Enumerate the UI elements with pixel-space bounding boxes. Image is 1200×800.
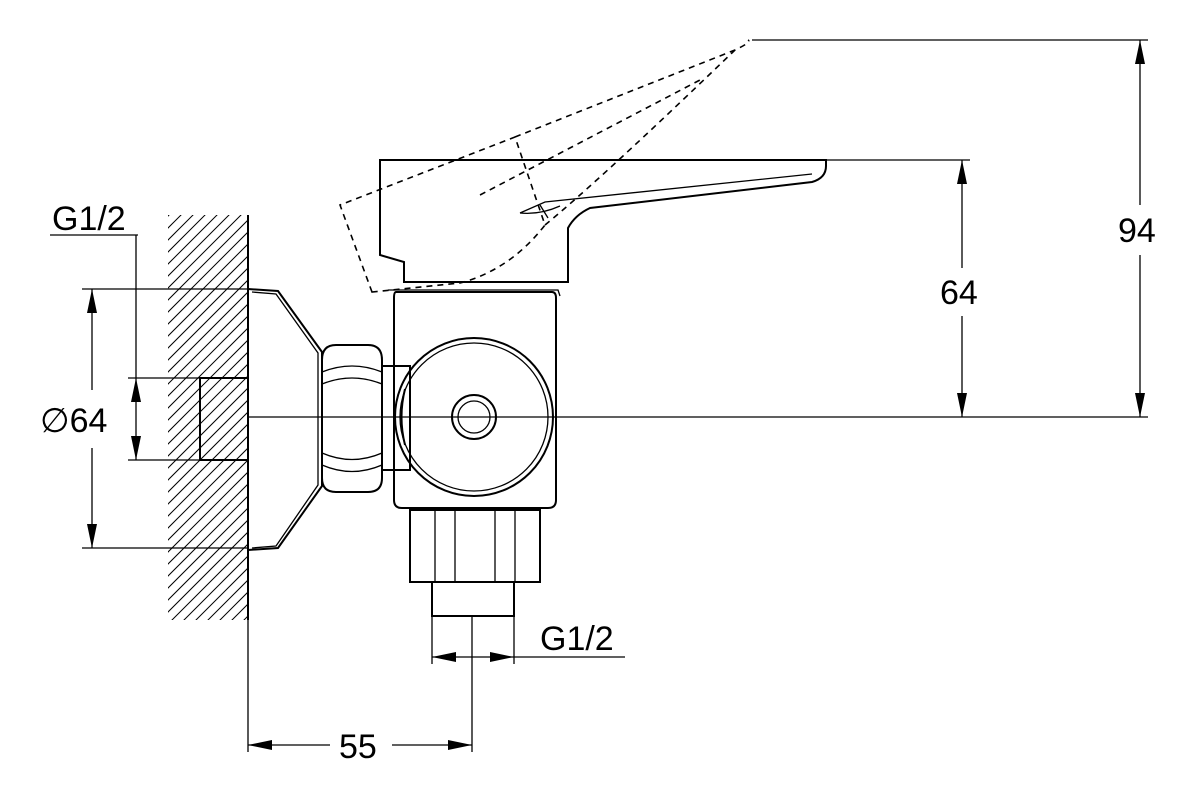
inlet-thread-label: G1/2 — [52, 200, 126, 238]
wall-flange — [247, 288, 323, 551]
hex-nut — [321, 344, 411, 493]
dim-lever-height-closed: 64 — [826, 159, 978, 417]
lever-open-dashed — [338, 39, 750, 293]
inlet-pipe — [199, 377, 249, 461]
lever-height-open-label: 94 — [1118, 212, 1156, 250]
flange-diameter-label: ∅64 — [40, 402, 107, 440]
lever-closed — [379, 159, 827, 283]
dim-inlet-thread: G1/2 — [50, 200, 200, 461]
outlet-thread-label: G1/2 — [540, 620, 614, 658]
dim-lever-height-open: 94 — [752, 39, 1156, 417]
valve-body — [388, 289, 561, 509]
dim-outlet-thread: G1/2 — [431, 616, 625, 664]
wall-to-outlet-label: 55 — [339, 728, 377, 766]
dim-wall-to-outlet: 55 — [247, 616, 473, 766]
lever-height-closed-label: 64 — [940, 274, 978, 312]
outlet-connector — [409, 509, 541, 617]
wall-hatching — [168, 215, 249, 620]
dim-flange-diameter: ∅64 — [40, 288, 248, 549]
